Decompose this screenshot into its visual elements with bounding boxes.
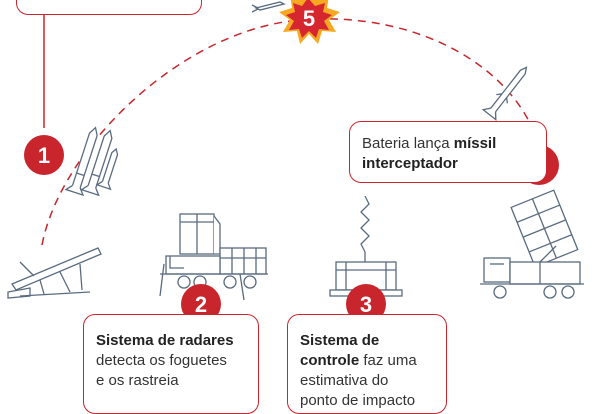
radar-truck-icon (159, 213, 268, 301)
callout-radar: Sistema de radares detecta os foguetes e… (83, 314, 259, 414)
step-2-label: 2 (195, 292, 207, 317)
callout-battery-line-1: Bateria lança míssil (362, 134, 534, 154)
step-5-label: 5 (303, 6, 315, 31)
callout-radar-line-3: e os rastreia (96, 372, 179, 389)
callout-control-line-2: controle faz uma (300, 351, 438, 371)
rocket-top-icon (251, 1, 286, 13)
callout-radar-line-1: Sistema de radares (96, 331, 248, 351)
step-5-marker: 5 (303, 6, 315, 31)
callout-battery: Bateria lança míssil interceptador (349, 121, 547, 183)
callout-control-line-4: ponto de impacto (300, 392, 416, 409)
step-1-label: 1 (38, 143, 50, 168)
control-unit-icon (329, 195, 403, 297)
callout-radar-line-2: detecta os foguetes (96, 352, 227, 369)
rockets-icon (64, 126, 119, 197)
callout-control-line-3: estimativa do (300, 372, 389, 389)
step-1-marker: 1 (24, 135, 64, 175)
callout-control-line-1: Sistema de (300, 331, 438, 351)
explosion-icon (279, 0, 340, 44)
step-3-label: 3 (360, 292, 372, 317)
callout-battery-bold-1: míssil (453, 135, 497, 152)
callout-top-box (16, 0, 202, 15)
rocket-launcher-icon (7, 247, 102, 299)
diagram-canvas: 5 1 (7, 0, 584, 324)
callout-control-bold-2: controle (300, 352, 360, 369)
callout-control-bold-1: Sistema de (300, 332, 380, 349)
callout-radar-bold: Sistema de radares (96, 332, 234, 349)
callout-battery-line-2: interceptador (362, 154, 534, 174)
callout-control: Sistema de controle faz uma estimativa d… (287, 314, 447, 414)
callout-control-rest-2: faz uma (359, 352, 417, 369)
battery-launcher-icon (480, 189, 584, 299)
callout-battery-text: Bateria lança (362, 135, 454, 152)
callout-battery-bold-2: interceptador (362, 155, 458, 172)
interceptor-missile-icon (481, 66, 528, 121)
